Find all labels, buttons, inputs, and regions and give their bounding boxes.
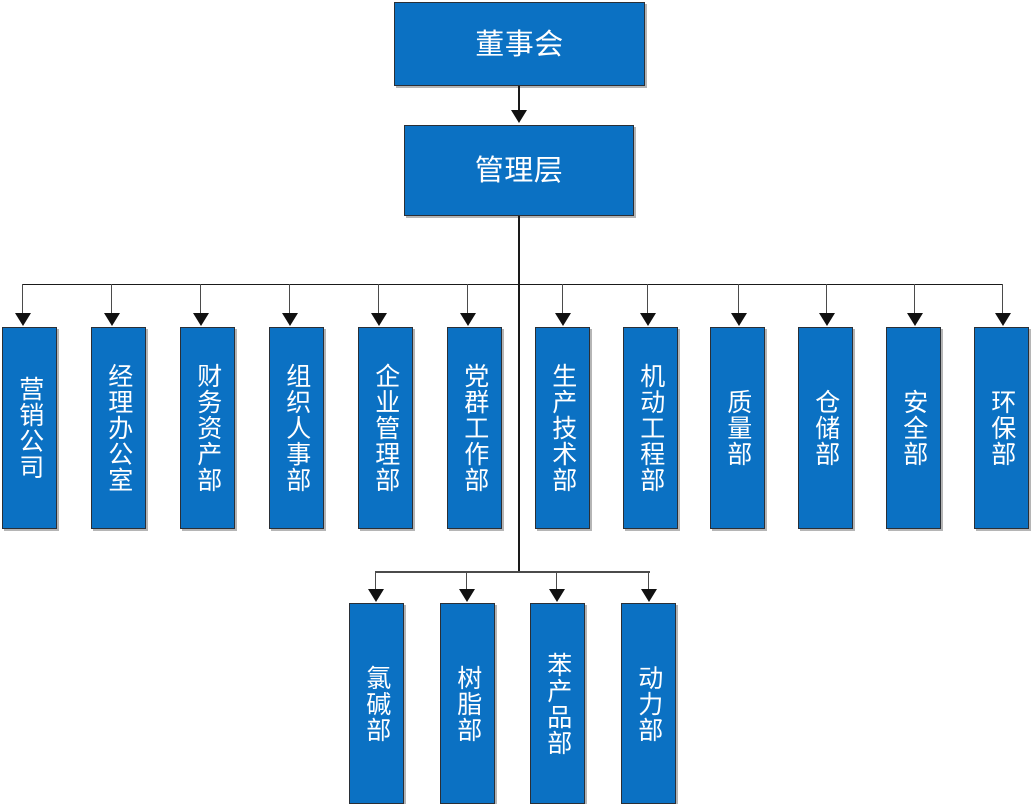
connector-board-to-management [518, 86, 520, 112]
stem-dept-11 [914, 284, 915, 320]
node-dept-5[interactable]: 企业管理部 [358, 327, 413, 529]
node-dept-8-label: 机动工程部 [636, 363, 666, 493]
stem-dept-9 [738, 284, 739, 320]
connector-production-bus [375, 571, 650, 573]
node-unit-4[interactable]: 动力部 [621, 603, 676, 804]
node-unit-2-label: 树脂部 [453, 664, 483, 743]
node-dept-11-label: 安全部 [899, 389, 929, 467]
arrowhead-dept-3 [193, 313, 209, 326]
stem-dept-6 [467, 284, 468, 320]
arrowhead-dept-2 [104, 313, 120, 326]
stem-dept-3 [200, 284, 201, 320]
stem-unit-1 [375, 571, 376, 597]
stem-dept-8 [647, 284, 648, 320]
stem-unit-2 [466, 571, 467, 597]
node-dept-9-label: 质量部 [723, 389, 753, 467]
arrowhead-dept-7 [555, 313, 571, 326]
stem-dept-5 [378, 284, 379, 320]
arrowhead-unit-3 [549, 589, 565, 602]
node-dept-6-label: 党群工作部 [460, 363, 490, 493]
node-unit-1[interactable]: 氯碱部 [349, 603, 404, 804]
node-dept-3-label: 财务资产部 [193, 363, 223, 493]
node-dept-8[interactable]: 机动工程部 [623, 327, 678, 529]
node-unit-3-label: 苯产品部 [543, 651, 573, 756]
arrowhead-unit-4 [641, 589, 657, 602]
stem-unit-4 [648, 571, 649, 597]
connector-department-bus [22, 284, 1003, 285]
node-dept-4-label: 组织人事部 [282, 363, 312, 493]
arrowhead-board-to-management [511, 110, 527, 123]
arrowhead-dept-11 [907, 313, 923, 326]
stem-dept-7 [562, 284, 563, 320]
node-unit-4-label: 动力部 [634, 664, 664, 743]
stem-dept-2 [111, 284, 112, 320]
node-board[interactable]: 董事会 [394, 2, 645, 86]
arrowhead-unit-2 [459, 589, 475, 602]
node-unit-3[interactable]: 苯产品部 [530, 603, 585, 804]
node-dept-10-label: 仓储部 [811, 389, 841, 467]
arrowhead-dept-5 [371, 313, 387, 326]
node-dept-7-label: 生产技术部 [548, 363, 578, 493]
arrowhead-dept-9 [731, 313, 747, 326]
node-dept-6[interactable]: 党群工作部 [447, 327, 502, 529]
arrowhead-dept-12 [995, 313, 1011, 326]
node-board-label: 董事会 [475, 26, 564, 61]
stem-dept-10 [826, 284, 827, 320]
node-dept-11[interactable]: 安全部 [886, 327, 941, 529]
node-dept-12[interactable]: 环保部 [974, 327, 1029, 529]
node-dept-1-label: 营销公司 [15, 376, 45, 480]
node-dept-9[interactable]: 质量部 [710, 327, 765, 529]
arrowhead-unit-1 [368, 589, 384, 602]
arrowhead-dept-4 [282, 313, 298, 326]
node-dept-10[interactable]: 仓储部 [798, 327, 853, 529]
node-dept-1[interactable]: 营销公司 [2, 327, 57, 529]
node-dept-2-label: 经理办公室 [104, 363, 134, 493]
node-unit-2[interactable]: 树脂部 [440, 603, 495, 804]
arrowhead-dept-1 [15, 313, 31, 326]
arrowhead-dept-10 [819, 313, 835, 326]
node-dept-3[interactable]: 财务资产部 [180, 327, 235, 529]
node-management-label: 管理层 [474, 153, 564, 188]
stem-dept-12 [1002, 284, 1003, 320]
node-management[interactable]: 管理层 [404, 125, 634, 216]
node-dept-7[interactable]: 生产技术部 [535, 327, 590, 529]
stem-unit-3 [556, 571, 557, 597]
connector-management-trunk [518, 216, 520, 571]
stem-dept-4 [289, 284, 290, 320]
node-dept-12-label: 环保部 [987, 389, 1017, 467]
arrowhead-dept-8 [640, 313, 656, 326]
node-dept-4[interactable]: 组织人事部 [269, 327, 324, 529]
node-dept-2[interactable]: 经理办公室 [91, 327, 146, 529]
node-unit-1-label: 氯碱部 [362, 664, 392, 743]
arrowhead-dept-6 [460, 313, 476, 326]
stem-dept-1 [22, 284, 23, 320]
node-dept-5-label: 企业管理部 [371, 363, 401, 493]
